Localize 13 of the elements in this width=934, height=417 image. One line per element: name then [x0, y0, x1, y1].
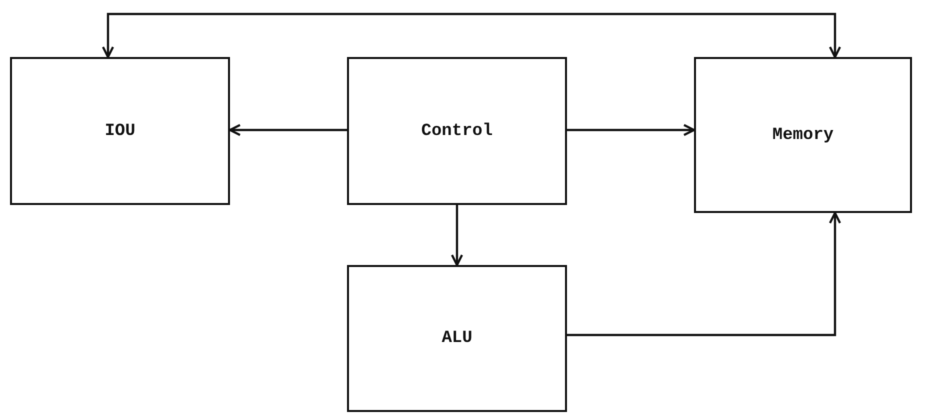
- arrow: [102, 12, 842, 58]
- process-box: [10, 57, 230, 205]
- box-label: Memory: [772, 126, 834, 144]
- box-label: Control: [421, 122, 493, 140]
- process-box: [694, 57, 912, 213]
- arrow: [228, 124, 347, 136]
- arrow: [450, 205, 464, 266]
- arrow: [567, 124, 696, 136]
- box-label: IOU: [104, 122, 136, 140]
- box-label: ALU: [442, 329, 472, 348]
- arrow: [567, 212, 842, 336]
- process-box: [347, 57, 567, 205]
- process-box: [347, 265, 567, 412]
